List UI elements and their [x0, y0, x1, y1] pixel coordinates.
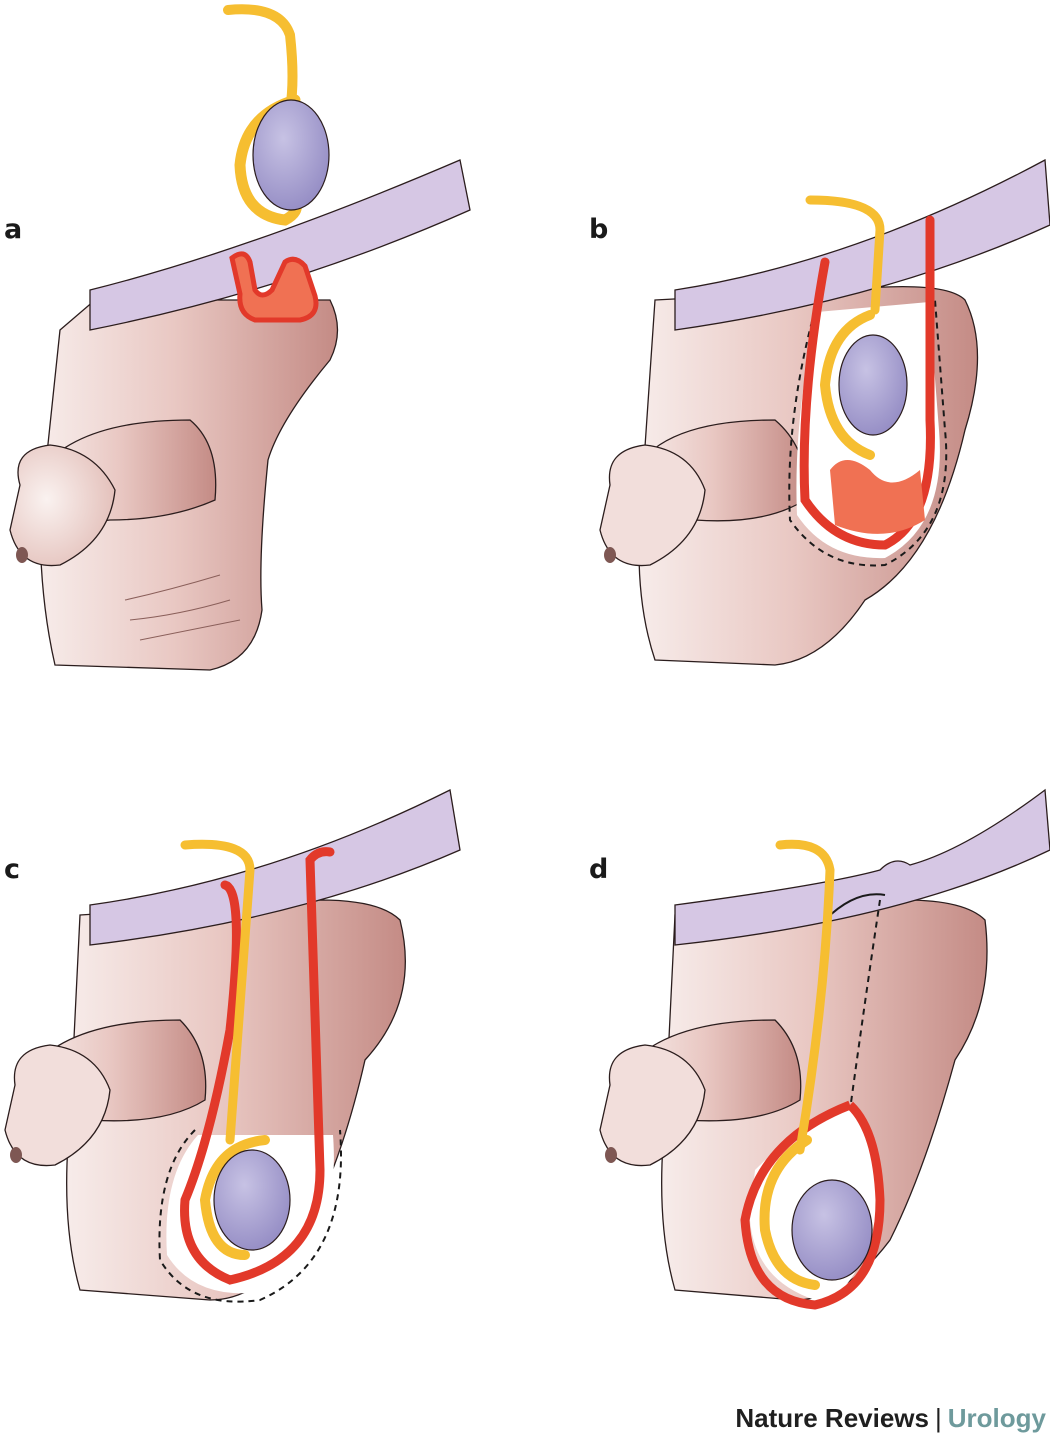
testis — [252, 99, 330, 211]
epididymis — [759, 1135, 820, 1290]
abdominal-wall — [89, 159, 471, 331]
panel-label-b: b — [589, 214, 609, 245]
panel-b-illustration — [599, 158, 1050, 666]
panel-c-illustration — [4, 789, 461, 1303]
panel-label-a: a — [4, 214, 23, 245]
testis — [791, 1179, 873, 1281]
panel-a-illustration — [9, 4, 471, 671]
panel-a: a — [0, 0, 525, 700]
panel-label-d: d — [589, 854, 609, 885]
scrotum — [661, 899, 988, 1301]
spermatic-cord — [223, 4, 298, 115]
epididymis — [234, 94, 302, 226]
epididymis — [199, 1135, 270, 1260]
ligation-line — [849, 899, 881, 1111]
panel-d-illustration — [599, 788, 1050, 1310]
incision-line — [158, 1129, 342, 1303]
publisher-name: Nature Reviews — [735, 1403, 929, 1433]
abdominal-wall — [674, 158, 1050, 331]
journal-name: Urology — [947, 1403, 1046, 1433]
hernia-sac — [180, 847, 335, 1285]
glans — [599, 1044, 706, 1167]
panel-b: b — [525, 0, 1050, 700]
spermatic-cord — [775, 839, 835, 1155]
testis — [213, 1149, 291, 1251]
panel-label-c: c — [4, 854, 21, 885]
credit-line: Nature Reviews|Urology — [735, 1403, 1046, 1434]
spermatic-cord — [180, 839, 255, 1145]
hernia-sac — [740, 1100, 885, 1310]
panel-c: c — [0, 700, 525, 1400]
spermatic-cord — [805, 195, 885, 315]
glans — [4, 1044, 111, 1167]
abdominal-wall — [89, 789, 461, 946]
hernia-sac — [229, 251, 319, 323]
epididymis — [819, 310, 875, 460]
urethral-meatus — [16, 547, 28, 563]
glans — [9, 444, 116, 567]
testis — [838, 334, 908, 436]
hernia-sac — [799, 215, 935, 550]
glans — [599, 444, 706, 567]
credit-separator: | — [935, 1403, 942, 1433]
panel-d: d — [525, 700, 1050, 1400]
